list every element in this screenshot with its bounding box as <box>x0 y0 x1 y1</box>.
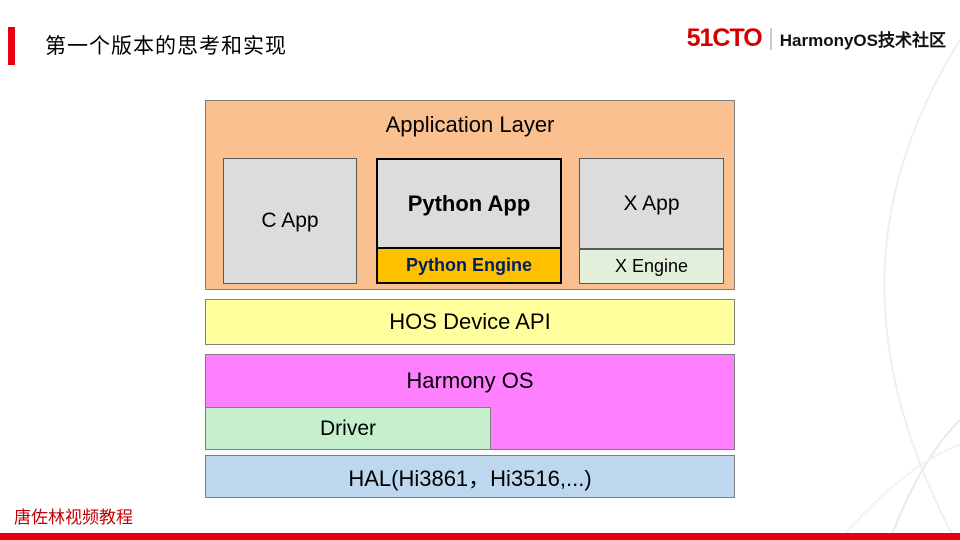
bottom-accent-bar <box>0 533 960 540</box>
51cto-logo: 51CTO <box>686 24 763 52</box>
python-engine-label: Python Engine <box>406 255 532 275</box>
python-app-label: Python App <box>407 190 531 216</box>
page-title: 第一个版本的思考和实现 <box>45 35 287 58</box>
python-app-box: Python App <box>376 158 562 249</box>
c-app-label: C App <box>261 209 319 232</box>
title-accent-bar <box>8 27 15 65</box>
x-app-box: X App <box>579 158 724 249</box>
hal-box: HAL(Hi3861，Hi3516,...) <box>205 455 735 498</box>
harmony-os-label: Harmony OS <box>406 368 534 393</box>
python-engine-box: Python Engine <box>376 249 562 284</box>
hos-device-api-label: HOS Device API <box>389 309 551 334</box>
application-layer-box: Application Layer C App Python App Pytho… <box>205 100 735 290</box>
harmony-os-box: Harmony OS Driver <box>205 354 735 450</box>
brand-header: 51CTO HarmonyOS技术社区 <box>687 24 946 53</box>
hal-label: HAL(Hi3861，Hi3516,...) <box>348 465 592 491</box>
c-app-box: C App <box>223 158 357 284</box>
background-curves-decoration <box>839 39 960 540</box>
community-label: HarmonyOS技术社区 <box>779 31 946 50</box>
driver-box: Driver <box>205 407 491 450</box>
application-layer-label: Application Layer <box>385 112 555 137</box>
driver-label: Driver <box>320 416 376 440</box>
credit-text: 唐佐林视频教程 <box>14 508 133 527</box>
hos-device-api-box: HOS Device API <box>205 299 735 345</box>
x-app-label: X App <box>623 191 680 215</box>
x-engine-box: X Engine <box>579 249 724 284</box>
brand-divider <box>769 27 772 50</box>
x-engine-label: X Engine <box>614 256 689 276</box>
